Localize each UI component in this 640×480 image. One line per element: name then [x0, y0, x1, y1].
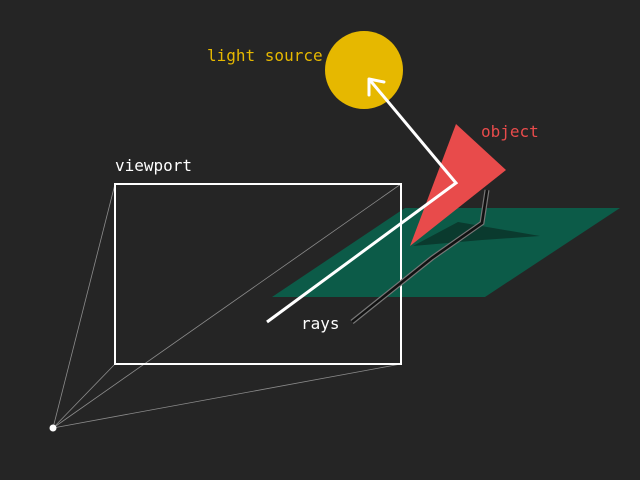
camera-frustum [52, 183, 402, 429]
camera-point [49, 424, 57, 432]
light-source-label: light source [207, 46, 323, 65]
ray-arrowhead [367, 77, 386, 97]
rays-label: rays [301, 314, 340, 333]
object-triangle [410, 124, 506, 246]
object-label: object [481, 122, 539, 141]
light-source-circle [325, 31, 403, 109]
secondary-ray-core [351, 189, 489, 324]
viewport-label: viewport [115, 156, 192, 175]
ground-plane [272, 208, 620, 297]
primary-ray [266, 78, 459, 324]
viewport-rect [114, 183, 402, 365]
object-shadow [413, 222, 540, 246]
